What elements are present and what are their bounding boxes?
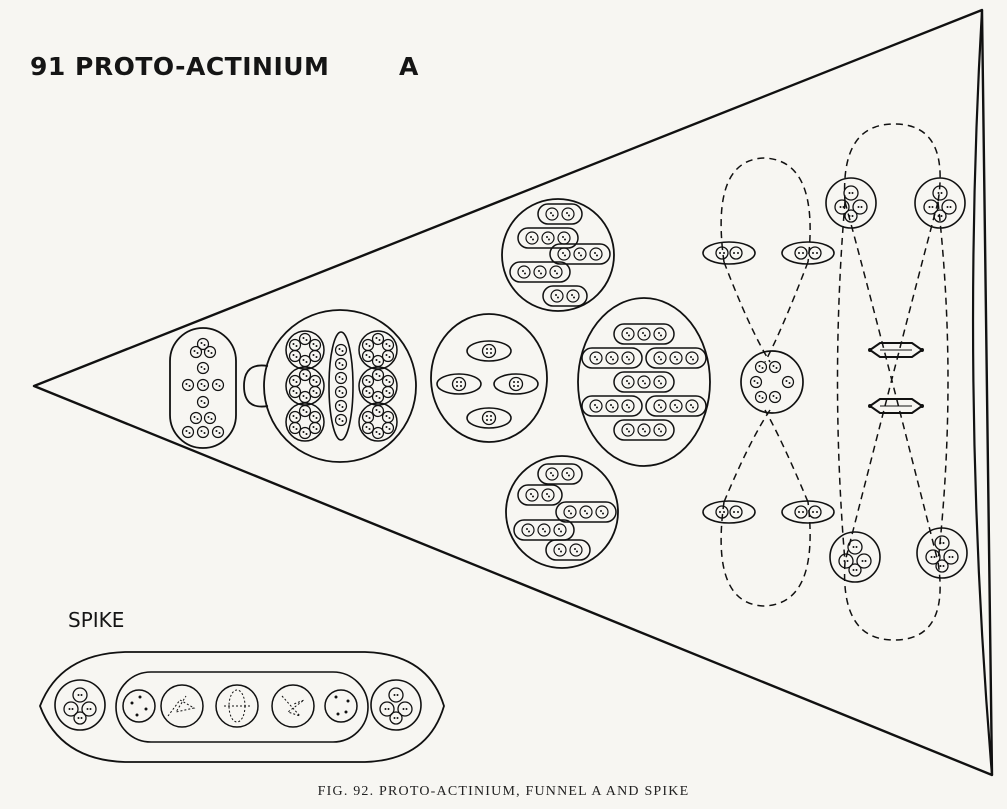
upper-circle	[501, 198, 615, 312]
inner-rings	[702, 241, 835, 524]
funnel-label: A	[399, 52, 419, 81]
group-1-oval	[169, 327, 237, 449]
lower-circle	[505, 455, 619, 569]
spike-label: SPIKE	[68, 608, 125, 632]
dashed-loops	[720, 123, 949, 641]
group-4-oval	[577, 297, 711, 467]
figure-caption: FIG. 92. PROTO-ACTINIUM, FUNNEL A AND SP…	[317, 784, 690, 799]
spike-diagram	[39, 651, 445, 763]
outer-rings	[825, 177, 968, 583]
element-title: 91 PROTO-ACTINIUM	[30, 52, 330, 81]
group-2-circle	[243, 309, 417, 463]
group-3-oval	[430, 313, 548, 443]
funnel-outline	[32, 8, 994, 777]
